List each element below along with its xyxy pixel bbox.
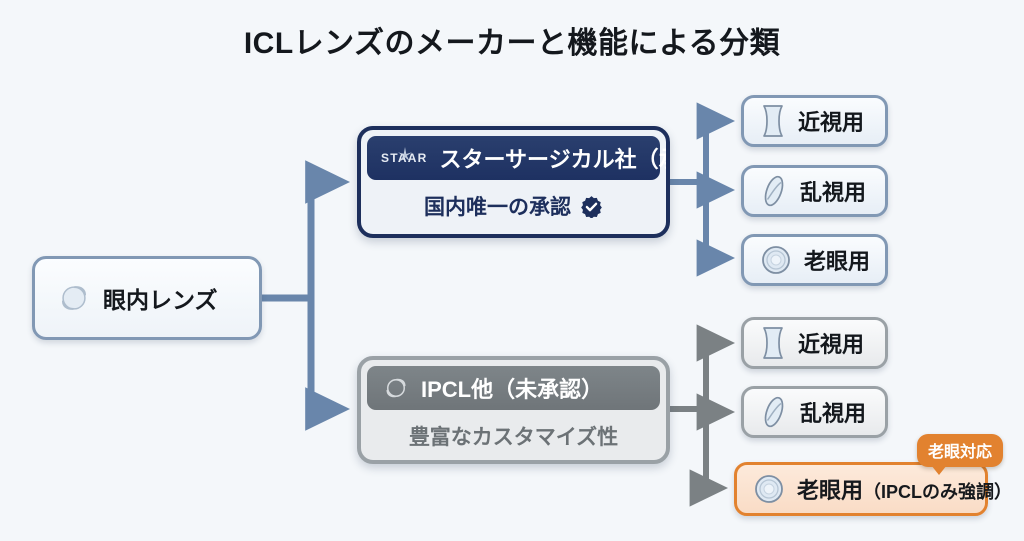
concave-lens-icon	[760, 326, 786, 360]
leaf-label: 乱視用	[800, 180, 867, 205]
leaf-ipcl-astigmatism[interactable]: 乱視用	[741, 386, 888, 438]
staar-logo: STAAR	[381, 147, 427, 165]
node-staar-header: STAAR スターサージカル社（承認）	[367, 136, 666, 180]
presbyopia-callout-badge: 老眼対応	[917, 434, 1004, 475]
lens-icon	[55, 279, 93, 317]
leaf-staar-presbyopia[interactable]: 老眼用	[741, 234, 888, 286]
node-staar-body: 国内唯一の承認	[361, 180, 666, 232]
leaf-label-group: 老眼用（IPCLのみ強調）	[797, 473, 1012, 505]
leaf-label: 老眼用	[797, 478, 864, 503]
leaf-label: 近視用	[798, 332, 865, 357]
node-ipcl-title: IPCL他（未承認）	[421, 377, 604, 402]
leaf-label-suffix: （IPCLのみ強調）	[863, 482, 1013, 502]
leaf-ipcl-presbyopia-highlight[interactable]: 老眼用（IPCLのみ強調）	[734, 462, 1012, 516]
node-ipcl-header: IPCL他（未承認）	[367, 366, 660, 410]
multifocal-lens-icon	[760, 244, 792, 276]
leaf-label: 老眼用	[804, 249, 871, 274]
leaf-label: 近視用	[798, 110, 865, 135]
node-staar-card[interactable]: STAAR スターサージカル社（承認） 国内唯一の承認	[357, 126, 670, 238]
node-ipcl-card[interactable]: IPCL他（未承認） 豊富なカスタマイズ性	[357, 356, 670, 464]
concave-lens-icon	[760, 104, 786, 138]
leaf-ipcl-myopia[interactable]: 近視用	[741, 317, 888, 369]
page-title: ICLレンズのメーカーと機能による分類	[243, 27, 781, 60]
toric-lens-icon	[760, 174, 788, 208]
leaf-label: 乱視用	[800, 401, 867, 426]
node-ipcl-subtitle: 豊富なカスタマイズ性	[408, 426, 619, 449]
leaf-staar-astigmatism[interactable]: 乱視用	[741, 165, 888, 217]
leaf-staar-myopia[interactable]: 近視用	[741, 95, 888, 147]
node-staar-title: スターサージカル社（承認）	[439, 147, 666, 172]
node-ipcl-body: 豊富なカスタマイズ性	[361, 410, 666, 460]
multifocal-lens-icon	[753, 473, 785, 505]
staar-star-icon	[398, 147, 412, 162]
toric-lens-icon	[760, 395, 788, 429]
verified-badge-icon	[580, 195, 603, 218]
lens-icon	[381, 373, 411, 403]
node-staar-subtitle: 国内唯一の承認	[424, 196, 571, 219]
node-root-label: 眼内レンズ	[103, 287, 218, 313]
node-root[interactable]: 眼内レンズ	[32, 256, 262, 340]
